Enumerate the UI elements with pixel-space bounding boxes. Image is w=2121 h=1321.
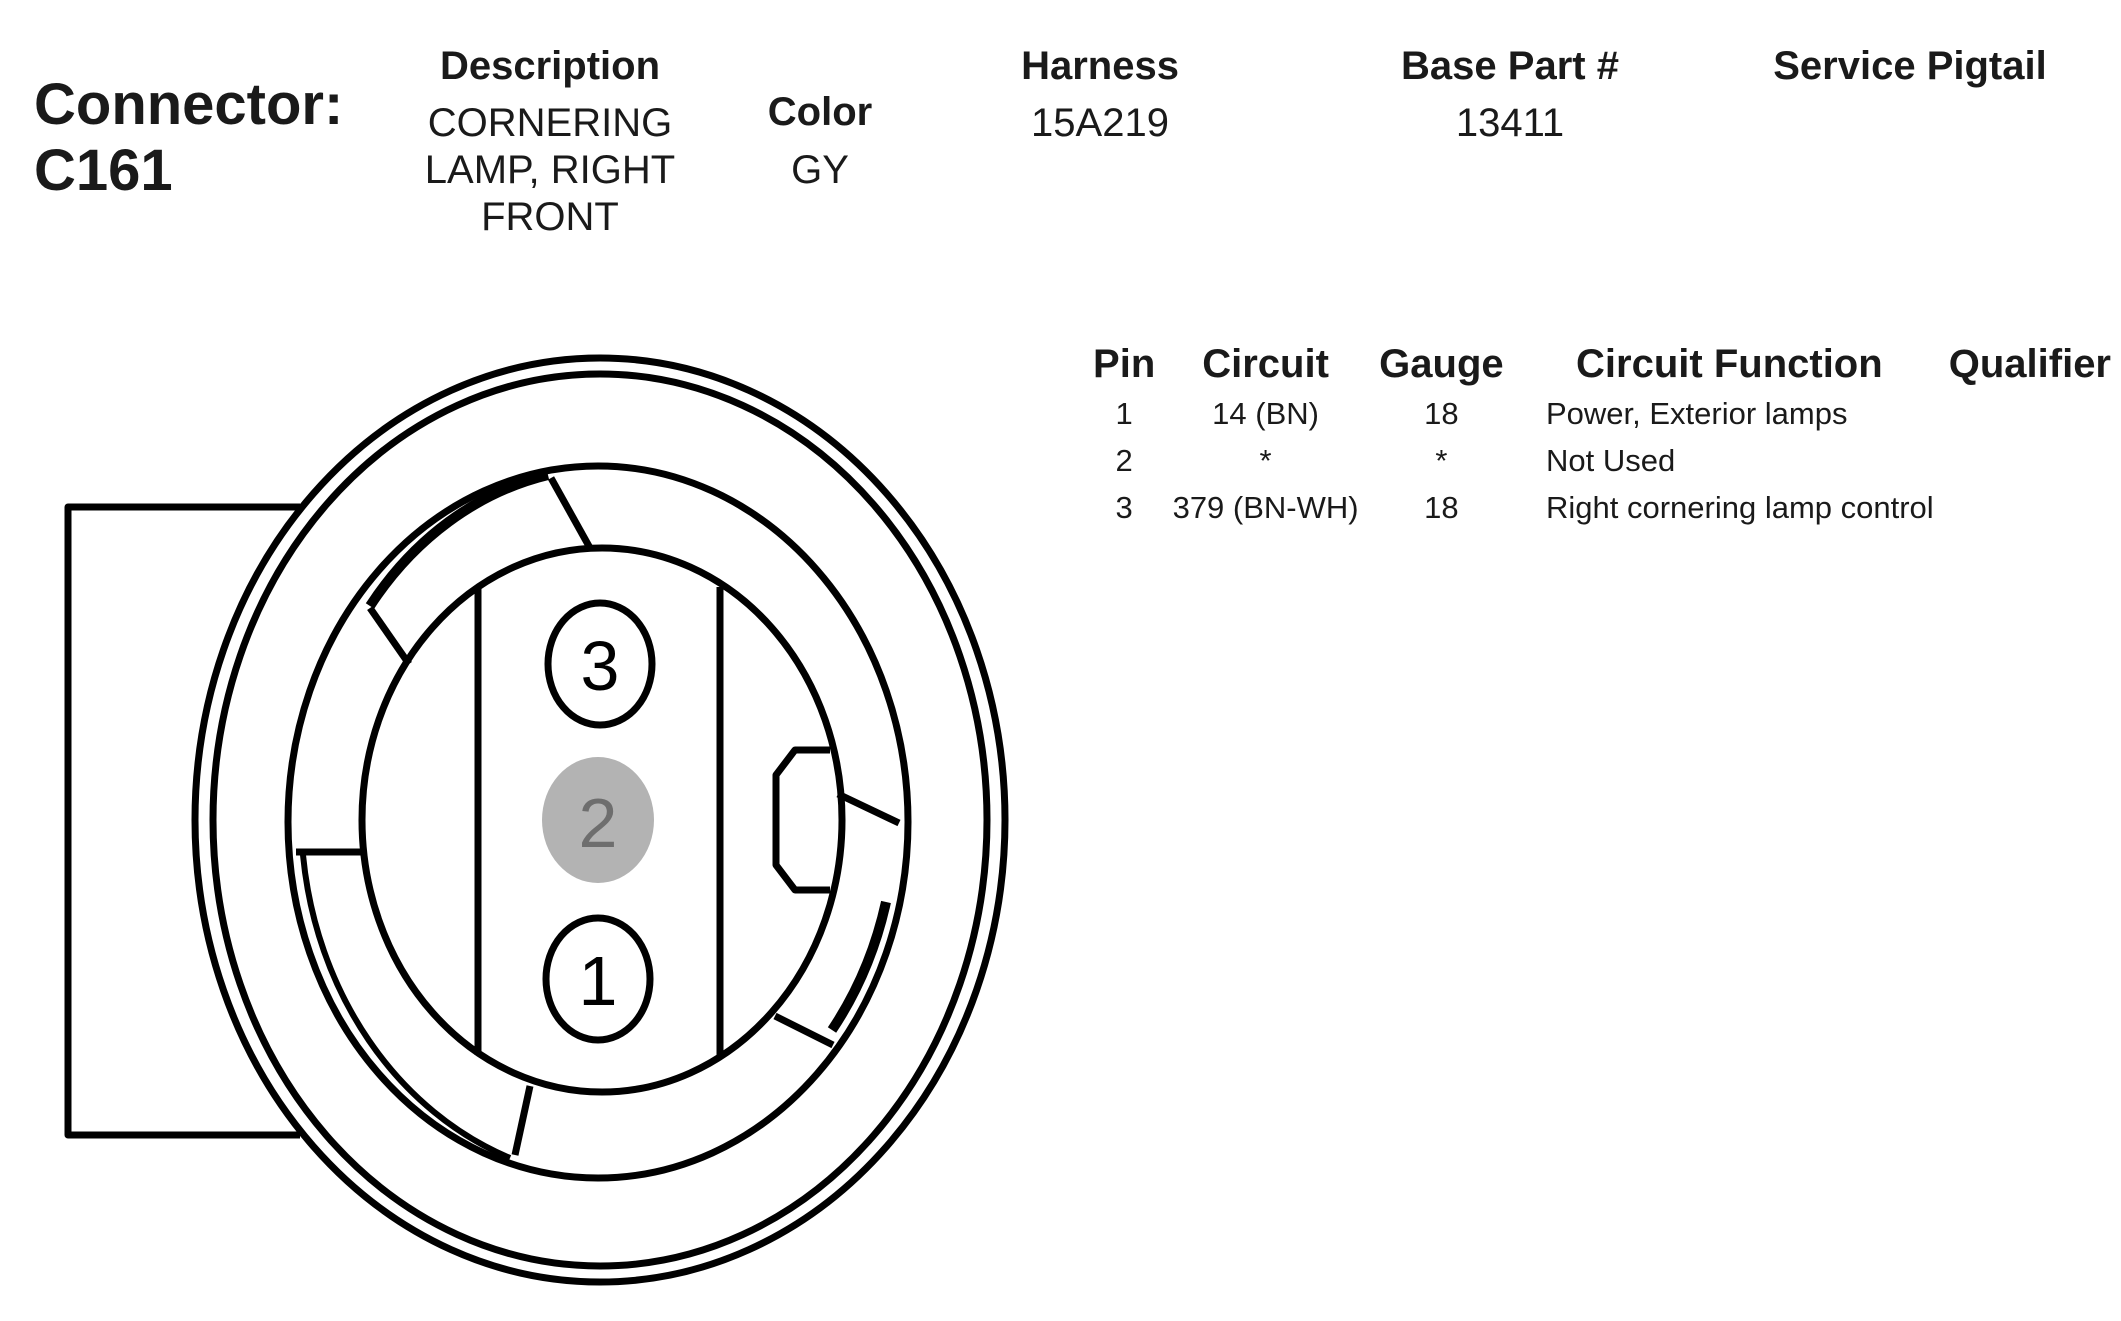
circuit: 14 (BN) [1212, 396, 1319, 431]
rib-top [547, 476, 594, 550]
shroud-arc-bottom-right [827, 900, 891, 1033]
circuit-function: Power, Exterior lamps [1545, 396, 1848, 431]
pin-1-label: 1 [579, 942, 618, 1020]
pin-number: 2 [1115, 443, 1133, 478]
col-gauge: Gauge [1379, 342, 1504, 386]
table-row: 3 379 (BN-WH) 18 Right cornering lamp co… [1080, 484, 2121, 531]
col-circuit: Circuit [1202, 342, 1329, 386]
pin-1: 1 [542, 914, 654, 1044]
harness-header: Harness [1021, 44, 1179, 88]
pin-number: 3 [1115, 490, 1133, 525]
pin-2-label: 2 [579, 784, 618, 862]
circuit-function: Not Used [1545, 443, 1676, 478]
color-header: Color [767, 90, 873, 134]
base-part-header: Base Part # [1401, 44, 1619, 88]
connector-lock-tab [64, 503, 300, 1139]
shroud-arc-bottom-left [300, 854, 512, 1161]
col-qualifier: Qualifier [1948, 342, 2111, 386]
description-line-3: FRONT [481, 195, 619, 239]
harness-value: 15A219 [1031, 101, 1169, 145]
circuit: 379 (BN-WH) [1172, 490, 1359, 525]
circuit-function: Right cornering lamp control [1545, 490, 1934, 525]
pin-2: 2 [542, 757, 654, 883]
shroud-arc-top-left [365, 470, 550, 609]
connector-outer-ring-inner [209, 370, 991, 1270]
gauge: * [1435, 443, 1448, 478]
description-line-1: CORNERING [427, 101, 673, 145]
connector-title: Connector: C161 [34, 72, 343, 204]
description-header: Description [439, 44, 661, 88]
connector-face [358, 544, 846, 1096]
service-pigtail-header: Service Pigtail [1773, 44, 2047, 88]
description-value: CORNERING LAMP, RIGHT FRONT [370, 100, 730, 241]
pin-3-label: 3 [581, 627, 620, 705]
connector-key-slot [772, 746, 830, 894]
color-value: GY [791, 148, 849, 192]
col-circuit-function: Circuit Function [1576, 342, 1883, 386]
description-line-2: LAMP, RIGHT [424, 148, 676, 192]
connector-label: Connector: [34, 72, 344, 137]
circuit: * [1259, 443, 1272, 478]
rib-top-left [367, 605, 412, 667]
col-pin: Pin [1093, 342, 1156, 386]
pin-table: Pin Circuit Gauge Circuit Function Quali… [1080, 338, 2121, 531]
pin-3: 3 [544, 599, 656, 729]
rib-bottom-right [773, 1012, 835, 1049]
rib-right [836, 790, 901, 827]
table-row: 1 14 (BN) 18 Power, Exterior lamps [1080, 390, 2121, 437]
gauge: 18 [1424, 396, 1459, 431]
rib-bottom [511, 1085, 534, 1156]
base-part-value: 13411 [1455, 101, 1565, 145]
connector-shroud-ring [284, 462, 912, 1182]
connector-id: C161 [34, 138, 173, 203]
pin-number: 1 [1115, 396, 1133, 431]
pin-table-header-row: Pin Circuit Gauge Circuit Function Quali… [1080, 338, 2121, 390]
table-row: 2 * * Not Used [1080, 437, 2121, 484]
gauge: 18 [1424, 490, 1459, 525]
